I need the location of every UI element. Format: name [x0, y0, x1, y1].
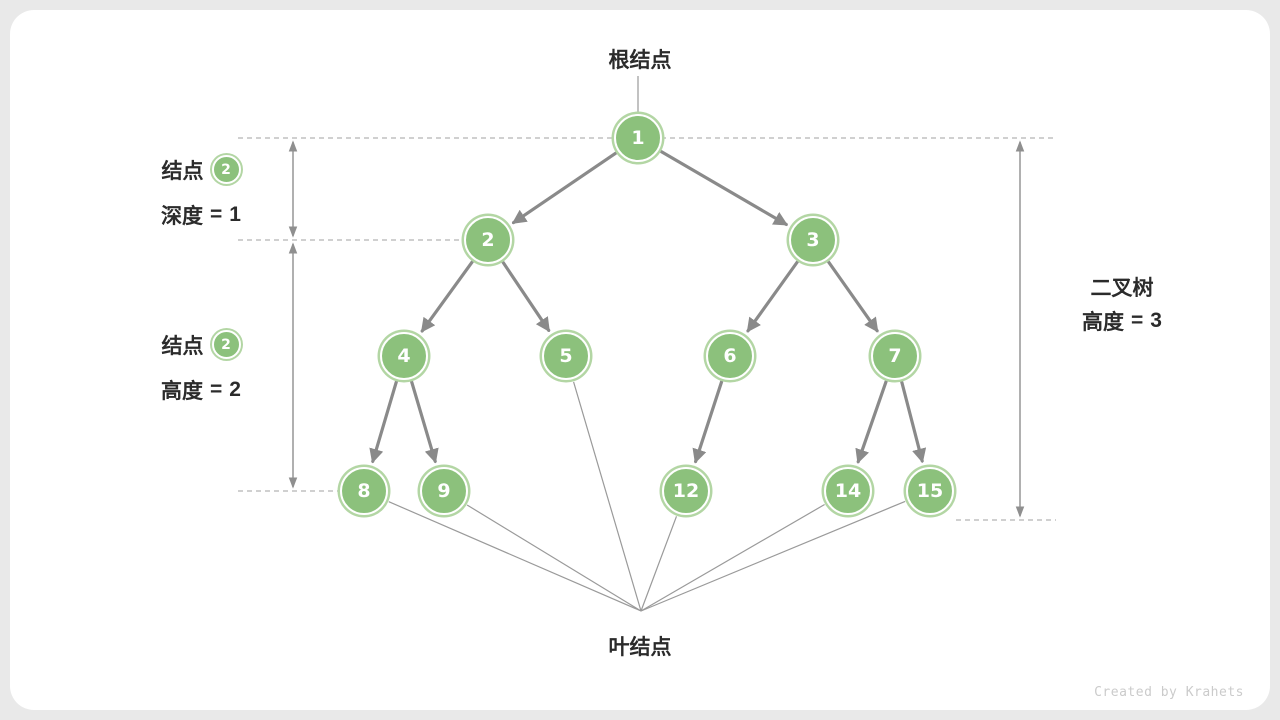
tree-height-annotation-row2: 高度 = 3 [1082, 306, 1162, 336]
height-annotation-row2: 高度 = 2 [161, 376, 241, 404]
tree-height-annotation-row1: 二叉树 [1091, 270, 1154, 304]
tree-node-14: 14 [824, 467, 872, 515]
depth-equals: = [210, 203, 223, 226]
depth-annotation-label: 结点 [161, 159, 204, 183]
tree-height-title: 二叉树 [1090, 277, 1154, 300]
tree-height-annotation: 二叉树 高度 = 3 [1057, 270, 1187, 336]
depth-badge: 2 [211, 155, 241, 184]
root-node-label: 根结点 [608, 49, 672, 72]
depth-annotation-row2: 深度 = 1 [161, 201, 241, 229]
tree-node-15: 15 [906, 467, 954, 515]
tree-height-value: 3 [1150, 309, 1162, 332]
height-label: 高度 [161, 380, 204, 403]
tree-node-8: 8 [340, 467, 388, 515]
height-value: 2 [229, 378, 241, 401]
height-annotation-row1: 结点 2 [162, 326, 241, 363]
tree-node-4: 4 [380, 332, 428, 380]
tree-node-9: 9 [420, 467, 468, 515]
depth-value: 1 [229, 203, 241, 226]
height-badge: 2 [211, 330, 241, 359]
tree-node-7: 7 [871, 332, 919, 380]
height-annotation: 结点 2 高度 = 2 [142, 326, 260, 404]
tree-height-equals: = [1131, 309, 1144, 332]
tree-node-1: 1 [614, 114, 662, 162]
tree-node-12: 12 [662, 467, 710, 515]
tree-node-3: 3 [789, 216, 837, 264]
depth-label: 深度 [161, 205, 204, 228]
depth-annotation-row1: 结点 2 [162, 151, 241, 188]
depth-annotation: 结点 2 深度 = 1 [142, 151, 260, 229]
tree-node-2: 2 [464, 216, 512, 264]
height-equals: = [210, 378, 223, 401]
height-annotation-label: 结点 [161, 334, 204, 358]
tree-height-label: 高度 [1082, 311, 1125, 334]
tree-node-5: 5 [542, 332, 590, 380]
tree-node-6: 6 [706, 332, 754, 380]
leaf-node-label: 叶结点 [608, 636, 672, 659]
watermark: Created by Krahets [1094, 685, 1244, 700]
